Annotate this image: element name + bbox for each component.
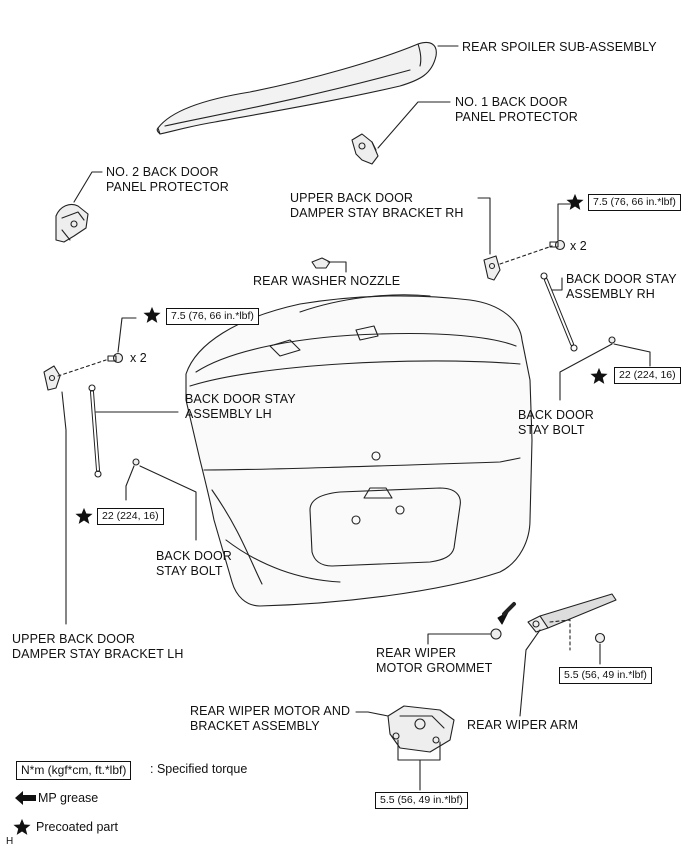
label-no2-protector-line1: NO. 2 BACK DOOR xyxy=(106,165,219,179)
no2-protector-part xyxy=(55,203,89,243)
upper-bracket-rh-part xyxy=(483,255,501,281)
stay-bolt-rh-part xyxy=(608,336,616,344)
wiper-grommet-part xyxy=(490,628,502,640)
label-wiper-grommet-line2: MOTOR GROMMET xyxy=(376,661,493,675)
precoated-star-icon xyxy=(566,193,584,210)
qty-lh: x 2 xyxy=(130,351,147,365)
label-stay-bolt-lh: BACK DOOR STAY BOLT xyxy=(156,549,232,579)
label-stay-rh-line2: ASSEMBLY RH xyxy=(566,287,655,301)
label-wiper-grommet-line1: REAR WIPER xyxy=(376,646,457,660)
bracket-lh-bolt xyxy=(107,352,124,364)
mp-grease-arrow-icon xyxy=(15,791,36,805)
wiper-motor-part xyxy=(387,705,455,753)
label-upper-bracket-rh: UPPER BACK DOOR DAMPER STAY BRACKET RH xyxy=(290,191,464,221)
precoated-star-icon xyxy=(13,818,31,835)
label-upper-bracket-lh-line2: DAMPER STAY BRACKET LH xyxy=(12,647,184,661)
label-stay-bolt-rh-line2: STAY BOLT xyxy=(518,423,585,437)
torque-box-wiper-motor: 5.5 (56, 49 in.*lbf) xyxy=(375,792,468,809)
label-stay-lh: BACK DOOR STAY ASSEMBLY LH xyxy=(185,392,296,422)
label-wiper-arm: REAR WIPER ARM xyxy=(467,718,579,732)
back-door-stay-lh-part xyxy=(88,384,102,478)
precoated-star-icon xyxy=(75,507,93,524)
torque-box-wiper-arm: 5.5 (56, 49 in.*lbf) xyxy=(559,667,652,684)
stay-bolt-lh-part xyxy=(132,458,140,466)
label-wiper-grommet: REAR WIPER MOTOR GROMMET xyxy=(376,646,492,676)
label-no2-protector: NO. 2 BACK DOOR PANEL PROTECTOR xyxy=(106,165,229,195)
precoated-star-icon xyxy=(590,367,608,384)
label-stay-bolt-rh: BACK DOOR STAY BOLT xyxy=(518,408,594,438)
legend-grease: MP grease xyxy=(38,791,99,805)
label-wiper-motor: REAR WIPER MOTOR AND BRACKET ASSEMBLY xyxy=(190,704,350,734)
label-upper-bracket-rh-line1: UPPER BACK DOOR xyxy=(290,191,414,205)
label-washer-nozzle: REAR WASHER NOZZLE xyxy=(253,274,401,288)
legend-torque-desc: : Specified torque xyxy=(150,762,248,776)
label-stay-bolt-lh-line1: BACK DOOR xyxy=(156,549,232,563)
label-stay-bolt-rh-line1: BACK DOOR xyxy=(518,408,594,422)
torque-box-bracket-rh: 7.5 (76, 66 in.*lbf) xyxy=(588,194,681,211)
label-upper-bracket-lh-line1: UPPER BACK DOOR xyxy=(12,632,136,646)
qty-rh: x 2 xyxy=(570,239,587,253)
washer-nozzle-part xyxy=(311,257,331,269)
no1-protector-part xyxy=(351,133,379,165)
label-wiper-motor-line1: REAR WIPER MOTOR AND xyxy=(190,704,351,718)
label-upper-bracket-rh-line2: DAMPER STAY BRACKET RH xyxy=(290,206,464,220)
back-door-stay-rh-part xyxy=(540,272,578,352)
upper-bracket-lh-part xyxy=(43,365,61,391)
label-stay-bolt-lh-line2: STAY BOLT xyxy=(156,564,223,578)
legend-precoated: Precoated part xyxy=(36,820,118,834)
label-no1-protector-line1: NO. 1 BACK DOOR xyxy=(455,95,568,109)
label-no1-protector-line2: PANEL PROTECTOR xyxy=(455,110,578,124)
label-wiper-motor-line2: BRACKET ASSEMBLY xyxy=(190,719,320,733)
torque-box-bracket-lh: 7.5 (76, 66 in.*lbf) xyxy=(166,308,259,325)
back-door-panel xyxy=(185,294,533,607)
label-rear-spoiler: REAR SPOILER SUB-ASSEMBLY xyxy=(462,40,657,54)
rear-spoiler-part xyxy=(156,41,437,135)
label-no1-protector: NO. 1 BACK DOOR PANEL PROTECTOR xyxy=(455,95,578,125)
legend-torque-box: N*m (kgf*cm, ft.*lbf) xyxy=(16,761,132,780)
torque-box-stay-bolt-rh: 22 (224, 16) xyxy=(614,367,681,384)
bracket-rh-bolt xyxy=(549,239,566,251)
label-upper-bracket-lh: UPPER BACK DOOR DAMPER STAY BRACKET LH xyxy=(12,632,183,662)
precoated-star-icon xyxy=(143,306,161,323)
wiper-arm-nut xyxy=(594,632,606,644)
label-stay-lh-line1: BACK DOOR STAY xyxy=(185,392,296,406)
torque-box-stay-bolt-lh: 22 (224, 16) xyxy=(97,508,164,525)
label-no2-protector-line2: PANEL PROTECTOR xyxy=(106,180,229,194)
rear-wiper-arm-part xyxy=(527,593,617,633)
label-stay-rh-line1: BACK DOOR STAY xyxy=(566,272,677,286)
label-stay-lh-line2: ASSEMBLY LH xyxy=(185,407,272,421)
label-stay-rh: BACK DOOR STAY ASSEMBLY RH xyxy=(566,272,677,302)
corner-mark: H xyxy=(6,836,14,847)
